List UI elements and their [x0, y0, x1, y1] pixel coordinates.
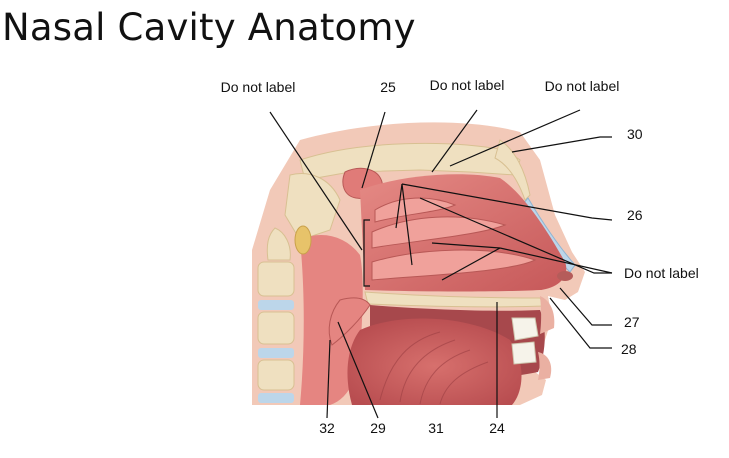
lower-teeth — [511, 341, 537, 365]
leader-28 — [549, 297, 612, 349]
upper-teeth — [511, 317, 539, 341]
leader-do-not-label-top-left — [269, 111, 363, 251]
leader-do-not-label-right-b — [431, 242, 501, 249]
adenoid — [294, 225, 312, 255]
leader-25 — [361, 111, 386, 189]
label-do-not-label-top-left: Do not label — [221, 79, 296, 95]
leader-do-not-label-right-d — [499, 247, 613, 274]
leader-do-not-label-top-mid — [431, 109, 478, 173]
leader-29 — [337, 321, 379, 419]
label-28: 28 — [621, 341, 637, 357]
soft-palate — [328, 297, 371, 346]
concha-bracket — [363, 219, 370, 287]
leader-lines — [269, 109, 613, 419]
label-25: 25 — [380, 79, 396, 95]
upper-lip — [540, 296, 555, 334]
leader-27 — [559, 287, 612, 326]
leader-32 — [326, 339, 331, 419]
leader-26-b — [395, 183, 403, 229]
leader-26-c — [401, 183, 413, 266]
label-29: 29 — [370, 420, 386, 436]
leader-26-main — [401, 183, 613, 221]
label-do-not-label-top-right: Do not label — [545, 78, 620, 94]
labels: Do not label 25 Do not label Do not labe… — [221, 77, 699, 436]
middle-concha — [371, 216, 507, 249]
label-27: 27 — [624, 314, 640, 330]
label-32: 32 — [319, 420, 335, 436]
label-31: 31 — [428, 420, 444, 436]
tongue — [347, 318, 522, 405]
cervical-vertebrae — [257, 227, 295, 403]
leader-do-not-label-right-c — [441, 247, 501, 281]
inferior-concha — [371, 249, 537, 281]
label-do-not-label-top-mid: Do not label — [430, 77, 505, 93]
lower-lip — [538, 352, 552, 380]
tongue-muscle-fibers — [379, 331, 489, 405]
clivus-bone — [284, 173, 341, 241]
slide-title: Nasal Cavity Anatomy — [2, 6, 416, 49]
leader-30 — [511, 136, 612, 153]
nostril — [557, 271, 573, 281]
label-24: 24 — [489, 420, 505, 436]
label-26: 26 — [627, 207, 643, 223]
anatomy-illustration — [252, 122, 585, 405]
leader-do-not-label-right-main — [419, 197, 612, 274]
label-do-not-label-right: Do not label — [624, 265, 699, 281]
leader-do-not-label-top-right — [449, 109, 581, 167]
label-30: 30 — [627, 126, 643, 142]
